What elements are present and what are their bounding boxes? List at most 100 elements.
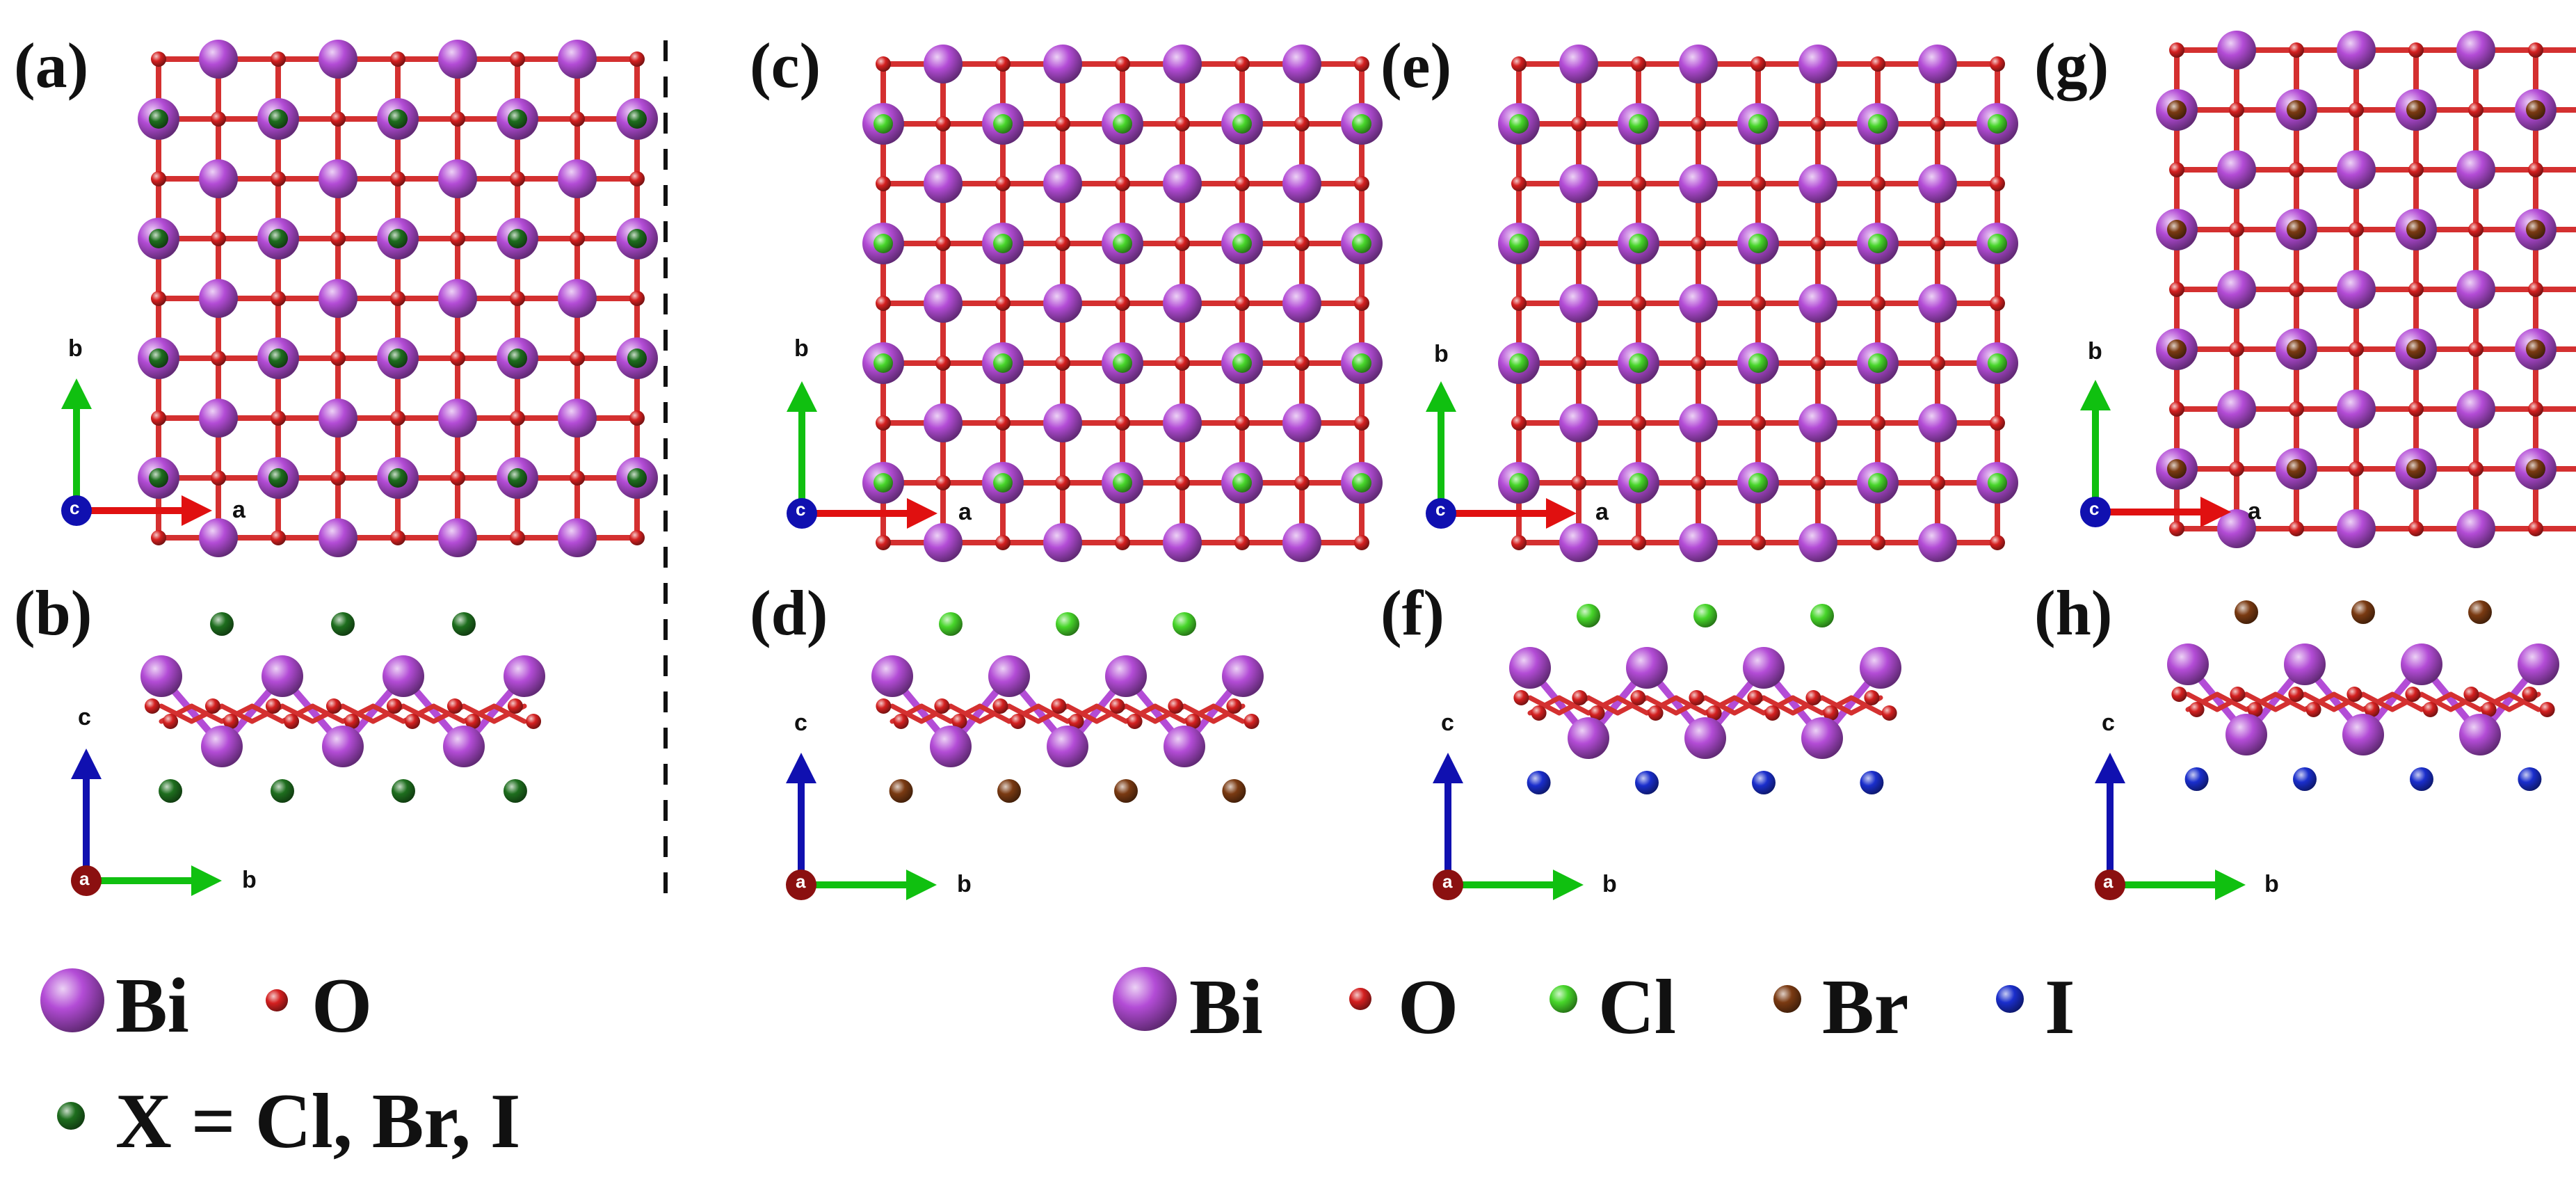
o-atom (1747, 690, 1763, 705)
axis-arrow-vertical (786, 753, 816, 885)
o-atom (1571, 236, 1586, 251)
cl-atom (1352, 114, 1371, 134)
bi-atom (2167, 643, 2209, 685)
cl-atom (874, 473, 893, 493)
x-atom (388, 349, 408, 368)
o-atom (1115, 176, 1130, 191)
bi-atom (1918, 403, 1957, 442)
o-atom (995, 56, 1011, 72)
axis-label-c: c (796, 499, 806, 520)
o-atom (1689, 690, 1705, 705)
bi-atom (1860, 647, 1901, 689)
bi-atom (1798, 284, 1837, 323)
panel-label-g: (g) (2034, 30, 2109, 101)
o-atom (1068, 714, 1084, 729)
axis-label-c: c (78, 704, 91, 730)
bond (977, 703, 1012, 724)
bi-atom (2342, 714, 2384, 755)
o-atom (1870, 296, 1885, 311)
o-atom (629, 530, 645, 545)
x-atom (508, 229, 527, 248)
o-atom (2522, 687, 2538, 702)
bi-atom (924, 164, 963, 203)
axis-label-a: a (232, 497, 245, 523)
o-atom (2346, 687, 2362, 702)
bi-atom (1626, 647, 1668, 689)
o-atom (2169, 162, 2184, 177)
o-atom (344, 714, 360, 729)
bi-atom (1043, 45, 1082, 83)
axis-label-b: b (1602, 871, 1617, 897)
o-atom (1870, 176, 1885, 191)
o-atom (1115, 535, 1130, 550)
bi-atom (1164, 726, 1205, 767)
o-atom (1823, 705, 1839, 721)
o-atom (2349, 222, 2364, 237)
o-atom (1511, 535, 1527, 550)
panel-a-axes (61, 378, 212, 526)
o-atom (1810, 116, 1826, 131)
o-atom (510, 51, 525, 67)
cl-atom (993, 473, 1013, 493)
bi-atom (1163, 45, 1202, 83)
bi-atom (1047, 726, 1088, 767)
x-atom (627, 229, 647, 248)
o-atom (2408, 162, 2424, 177)
x-atom (331, 612, 355, 636)
cl-atom (1056, 612, 1079, 636)
bond (1673, 695, 1708, 716)
cl-atom (1352, 234, 1371, 253)
o-atom (1175, 355, 1190, 371)
axis-label-c: c (1435, 499, 1446, 520)
bond (2390, 691, 2424, 712)
o-atom (1294, 116, 1310, 131)
axis-label-c: c (70, 497, 80, 518)
o-atom (1055, 475, 1070, 490)
bi-atom (988, 655, 1030, 697)
o-atom (325, 698, 341, 714)
axis-arrow-vertical (2080, 380, 2111, 512)
bi-atom (322, 726, 364, 767)
axis-label-c: c (1441, 710, 1454, 736)
o-atom (1810, 475, 1826, 490)
o-atom (1631, 415, 1646, 431)
axis-label-b: b (242, 867, 257, 893)
panel-label-f: (f) (1380, 577, 1444, 648)
bi-atom (1679, 403, 1718, 442)
cl-atom (1748, 114, 1768, 134)
o-atom (1691, 355, 1706, 371)
cl-atom (1232, 473, 1252, 493)
panel-label-d: (d) (750, 577, 828, 648)
bi-atom (438, 159, 477, 198)
o-atom (1589, 705, 1605, 721)
bi-atom (1222, 655, 1264, 697)
cl-atom (1748, 234, 1768, 253)
axis-label-b: b (957, 871, 972, 897)
panel-label-a: (a) (14, 30, 89, 101)
bi-atom (1918, 164, 1957, 203)
o-atom (2528, 162, 2543, 177)
bi-atom (1918, 523, 1957, 562)
bond (2448, 691, 2483, 712)
o-atom (1881, 705, 1897, 721)
bi-atom (2337, 509, 2376, 548)
bond (371, 703, 406, 724)
o-atom (450, 111, 465, 127)
bi-atom (558, 518, 597, 557)
axis-label-a: a (958, 499, 972, 525)
bi-atom (2217, 150, 2256, 189)
panel-c-structure (862, 45, 1383, 562)
cl-atom (993, 114, 1013, 134)
o-atom (1990, 296, 2005, 311)
legend-bi-marker (40, 968, 104, 1032)
bi-atom (1559, 523, 1598, 562)
bi-atom (1043, 164, 1082, 203)
o-atom (1354, 415, 1369, 431)
panel-g-structure (2156, 31, 2576, 548)
axis-label-b: b (794, 335, 809, 362)
o-atom (405, 714, 421, 729)
panel-e-structure (1498, 45, 2018, 562)
bi-atom (319, 518, 357, 557)
o-atom (1055, 116, 1070, 131)
axis-arrow-horizontal (801, 870, 937, 900)
